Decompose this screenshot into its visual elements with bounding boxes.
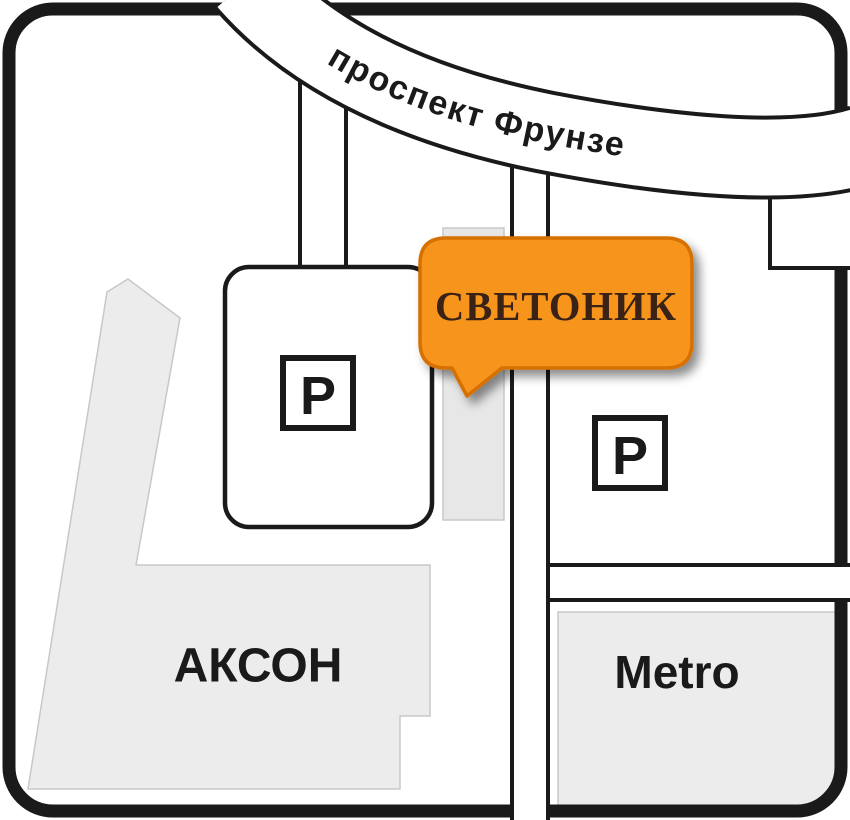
street-edge-right-fork xyxy=(768,192,850,270)
building-metro xyxy=(557,611,841,811)
callout-bubble xyxy=(418,236,694,398)
buildings-layer xyxy=(27,278,841,811)
akson-label: АКСОН xyxy=(174,640,343,693)
callout-label: СВЕТОНИК xyxy=(435,283,677,329)
parking-letter: P xyxy=(300,366,336,426)
parking-icon xyxy=(280,355,356,431)
border-opening-right-road xyxy=(828,567,850,598)
callout: СВЕТОНИК xyxy=(418,236,694,398)
parking-letter: P xyxy=(612,426,648,486)
parking-icon xyxy=(592,415,668,491)
border-opening-bottom-street xyxy=(514,784,546,820)
metro-label: Metro xyxy=(614,646,739,698)
building-akson xyxy=(27,278,431,790)
parking-sign-right: P xyxy=(592,415,668,491)
parking-sign-left: P xyxy=(280,355,356,431)
